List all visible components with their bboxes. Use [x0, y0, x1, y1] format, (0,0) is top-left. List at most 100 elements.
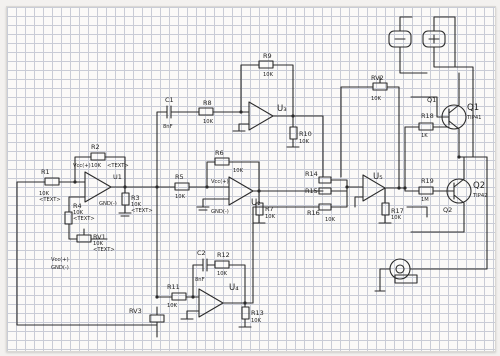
c1-value: 8nF — [163, 124, 173, 130]
c1-label: C1 — [165, 96, 174, 104]
r13-value: 10K — [251, 318, 262, 324]
r6-label: R6 — [215, 149, 224, 157]
stage-u3 — [156, 60, 324, 188]
q1-part: TIP41 — [466, 115, 481, 121]
speaker-icon — [389, 258, 411, 280]
u1-label: U1 — [113, 173, 122, 181]
c2-value: 8nF — [195, 277, 205, 283]
resistor-r16 — [318, 203, 332, 211]
rv1-gnd-note: GND(-) — [51, 265, 69, 271]
r9-label: R9 — [263, 52, 272, 60]
resistor-r18 — [418, 122, 434, 131]
r7-value: 10K — [265, 214, 276, 220]
opamp-u3 — [248, 101, 274, 131]
r4-label: R4 — [73, 202, 82, 210]
schematic-drawing: R1 10K <TEXT> R2 10K <TEXT> U1 Vcc(+) GN… — [16, 16, 488, 338]
rv1-value: 10K — [93, 241, 104, 247]
resistor-r4 — [64, 211, 73, 225]
u3-label: U₃ — [277, 104, 287, 114]
stage-rv3 — [149, 306, 165, 338]
u2-label: U₂ — [251, 198, 261, 208]
r16-value: 10K — [325, 217, 336, 223]
u4-label: U₄ — [229, 283, 239, 293]
resistor-r2 — [90, 152, 106, 161]
resistor-r17 — [381, 202, 390, 216]
resistor-r11 — [171, 292, 187, 301]
r3-label: R3 — [131, 194, 140, 202]
resistor-r9 — [258, 60, 274, 69]
rv2-label: RV2 — [371, 74, 384, 82]
resistor-r3 — [121, 192, 130, 206]
r2-label: R2 — [91, 143, 100, 151]
stage-u4 — [155, 186, 320, 328]
r3-value: 10K — [131, 202, 142, 208]
opamp-u1 — [84, 171, 112, 203]
rv1-vcc-note: Vcc(+) — [51, 257, 69, 263]
u5-label: U₅ — [373, 172, 383, 182]
potentiometer-rv2 — [372, 82, 388, 91]
capacitor-c2 — [202, 258, 208, 272]
q2-script-label: Q2 — [473, 181, 485, 191]
opamp-u4 — [198, 288, 224, 318]
resistor-r8 — [198, 107, 214, 116]
rv1-label: RV1 — [93, 233, 106, 241]
r19-value: 1M — [421, 197, 429, 203]
c2-label: C2 — [197, 249, 206, 257]
q2-label: Q2 — [443, 206, 452, 214]
r16-label: R16 — [307, 209, 320, 217]
resistor-r12 — [214, 260, 230, 269]
u2-vcc-note: Vcc(+) — [211, 179, 229, 185]
stage-output — [374, 16, 488, 292]
r9-value: 10K — [263, 72, 274, 78]
r10-value: 10K — [299, 139, 310, 145]
rv2-value: 10K — [371, 96, 382, 102]
r14-label: R14 — [305, 170, 318, 178]
resistor-r19 — [418, 186, 434, 195]
r4-value: 10K — [73, 210, 84, 216]
rv1-note: <TEXT> — [93, 247, 115, 253]
r1-note: <TEXT> — [39, 197, 61, 203]
capacitor-c1 — [166, 105, 172, 119]
r19-label: R19 — [421, 177, 434, 185]
resistor-r6 — [214, 157, 230, 166]
resistor-r1 — [44, 177, 60, 186]
resistor-r14 — [318, 176, 332, 184]
u2-gnd-note: GND(-) — [211, 209, 229, 215]
opamp-u2 — [228, 176, 254, 206]
r13-label: R13 — [251, 309, 264, 317]
potentiometer-rv3 — [149, 314, 165, 323]
r11-label: R11 — [167, 283, 180, 291]
resistor-r13 — [241, 306, 250, 320]
graph-paper-sheet: R1 10K <TEXT> R2 10K <TEXT> U1 Vcc(+) GN… — [6, 6, 496, 352]
stage-u1 — [16, 152, 158, 326]
r5-value: 10K — [175, 194, 186, 200]
r17-label: R17 — [391, 207, 404, 215]
r1-value: 10K — [39, 191, 50, 197]
resistor-r10 — [289, 126, 298, 140]
r8-label: R8 — [203, 99, 212, 107]
r2-value: 10K — [91, 163, 102, 169]
q1-label: Q1 — [427, 96, 436, 104]
r7-label: R7 — [265, 205, 274, 213]
opamp-u5 — [362, 174, 386, 202]
r12-value: 10K — [217, 271, 228, 277]
speaker-plate-icon — [394, 274, 418, 284]
r11-value: 10K — [167, 303, 178, 309]
resistor-r5 — [174, 182, 190, 191]
r2-note: <TEXT> — [107, 163, 129, 169]
r5-label: R5 — [175, 173, 184, 181]
r10-label: R10 — [299, 130, 312, 138]
r12-label: R12 — [217, 251, 230, 259]
r6-value: 10K — [233, 168, 244, 174]
r18-label: R18 — [421, 112, 434, 120]
rv3-label: RV3 — [129, 307, 142, 315]
r3-note: <TEXT> — [131, 208, 153, 214]
r8-value: 10K — [203, 119, 214, 125]
q2-part: TIP42 — [472, 193, 487, 199]
r17-value: 10K — [391, 215, 402, 221]
stage-u2 — [155, 157, 324, 224]
r1-label: R1 — [41, 168, 50, 176]
stage-u5 — [318, 76, 406, 224]
r4-note: <TEXT> — [73, 216, 95, 222]
r15-label: R15 — [305, 187, 318, 195]
